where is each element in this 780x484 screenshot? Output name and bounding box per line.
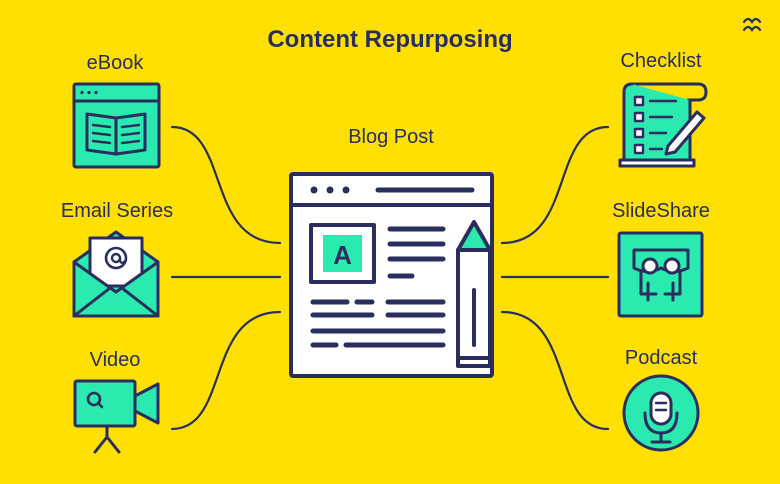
microphone-icon <box>622 374 700 452</box>
checklist-icon <box>618 82 708 168</box>
label-ebook: eBook <box>86 52 144 74</box>
blog-post-icon: A <box>289 172 494 378</box>
diagram-title: Content Repurposing <box>267 26 513 53</box>
label-checklist: Checklist <box>620 50 702 72</box>
brand-logo-icon <box>742 17 762 32</box>
connector-checklist <box>500 125 610 245</box>
connector-podcast <box>500 310 610 431</box>
label-podcast: Podcast <box>624 347 698 369</box>
connector-video <box>170 310 282 431</box>
video-camera-icon <box>73 379 160 454</box>
connector-ebook <box>170 125 282 245</box>
svg-text:A: A <box>333 240 352 270</box>
center-label-blog-post: Blog Post <box>348 126 434 148</box>
label-video: Video <box>89 349 141 371</box>
slideshare-icon <box>617 231 704 318</box>
ebook-icon <box>72 82 161 169</box>
email-icon <box>72 230 160 318</box>
label-email-series: Email Series <box>60 200 174 222</box>
label-slideshare: SlideShare <box>612 200 710 222</box>
connectors <box>170 125 610 431</box>
